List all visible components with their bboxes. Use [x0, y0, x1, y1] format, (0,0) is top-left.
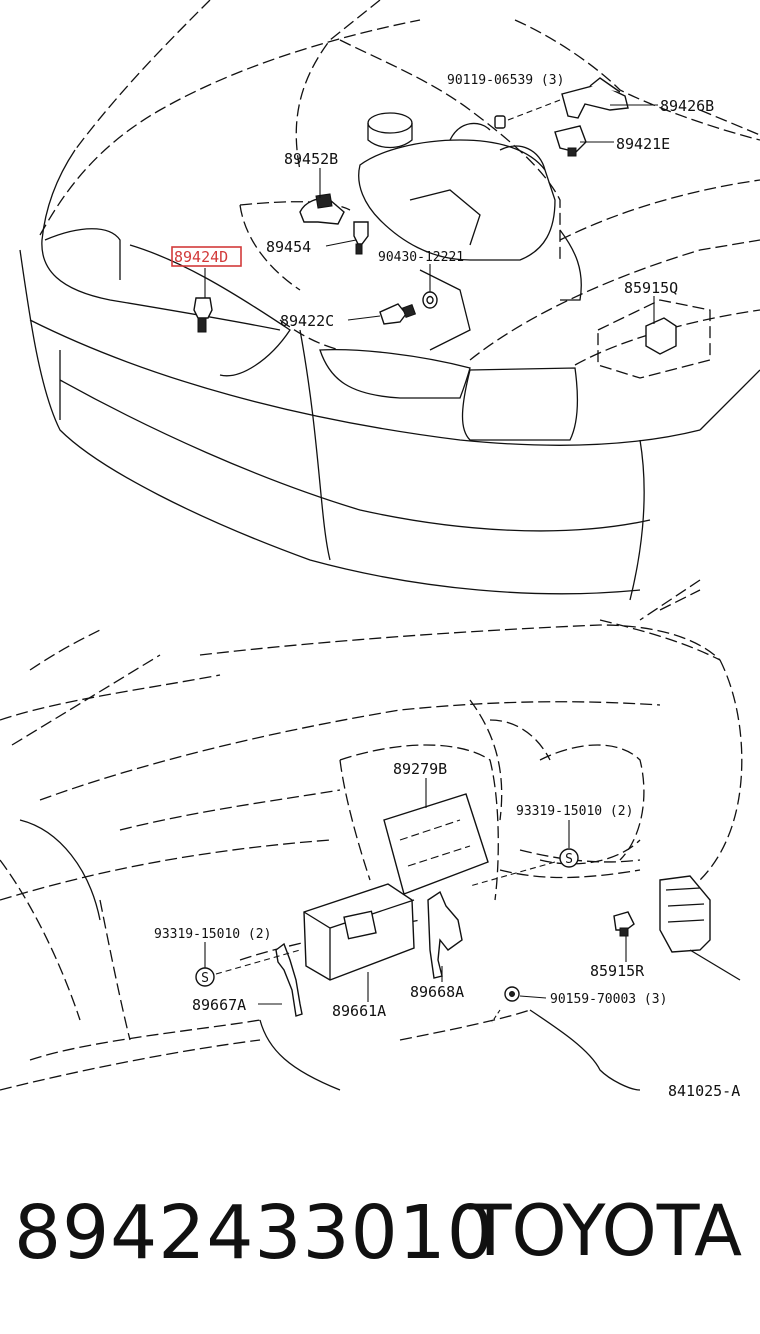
label-89452b: 89452B	[284, 150, 338, 168]
label-89454: 89454	[266, 238, 311, 256]
bolt-90119	[494, 99, 561, 129]
screw-symbol-right: S	[565, 852, 573, 867]
label-89279b: 89279B	[393, 760, 447, 778]
parts-diagram: S S 90119-06539 (3) 89426B 89421E 89452B…	[0, 0, 760, 1100]
relay-85915r	[613, 911, 635, 937]
airbag-sensor-block	[659, 875, 741, 981]
label-93319-15010-right: 93319-15010 (2)	[516, 804, 633, 819]
relay-85915q	[597, 299, 711, 379]
bracket-89668a	[427, 890, 463, 979]
label-89424d: 89424D	[174, 248, 228, 266]
label-90430-12221: 90430-12221	[378, 250, 464, 265]
label-89421e: 89421E	[616, 135, 670, 153]
dashboard-outline	[0, 579, 743, 1091]
label-89668a: 89668A	[410, 983, 464, 1001]
label-85915r: 85915R	[590, 962, 645, 980]
label-89426b: 89426B	[660, 97, 714, 115]
screw-symbol-left: S	[201, 971, 209, 986]
front-body-outline	[19, 0, 760, 601]
clip-90159	[504, 986, 520, 1002]
label-89667a: 89667A	[192, 996, 246, 1014]
sensor-89421e	[554, 125, 587, 157]
bracket-89667a	[275, 942, 303, 1017]
part-labels: 90119-06539 (3) 89426B 89421E 89452B 894…	[154, 73, 740, 1100]
ecu-89661a	[303, 883, 415, 981]
label-90119-06539: 90119-06539 (3)	[447, 73, 564, 88]
label-93319-15010-left: 93319-15010 (2)	[154, 927, 271, 942]
bracket-89426b	[561, 77, 629, 119]
label-90159-70003: 90159-70003 (3)	[550, 992, 667, 1007]
label-89661a: 89661A	[332, 1002, 386, 1020]
label-89422c: 89422C	[280, 312, 334, 330]
brand-text: TOYOTA	[468, 1190, 742, 1272]
label-85915q: 85915Q	[624, 279, 678, 297]
figure-code: 841025-A	[668, 1082, 740, 1100]
sensor-89422c	[379, 303, 417, 325]
footer: 8942433010 TOYOTA	[0, 1180, 760, 1290]
module-89279b	[383, 793, 489, 895]
part-number-text: 8942433010	[14, 1190, 495, 1276]
top-leaders	[204, 104, 658, 324]
bottom-leaders	[204, 778, 627, 1023]
highlight-box-89424d	[171, 246, 242, 267]
diagram-canvas: S S 90119-06539 (3) 89426B 89421E 89452B…	[0, 0, 760, 1100]
screw-symbols: S S	[195, 848, 579, 987]
washer-90430	[422, 291, 438, 309]
engine-assembly	[358, 112, 582, 351]
sensor-89424d	[193, 297, 213, 333]
sensor-89454	[353, 221, 369, 255]
sensor-89452b	[299, 193, 345, 225]
